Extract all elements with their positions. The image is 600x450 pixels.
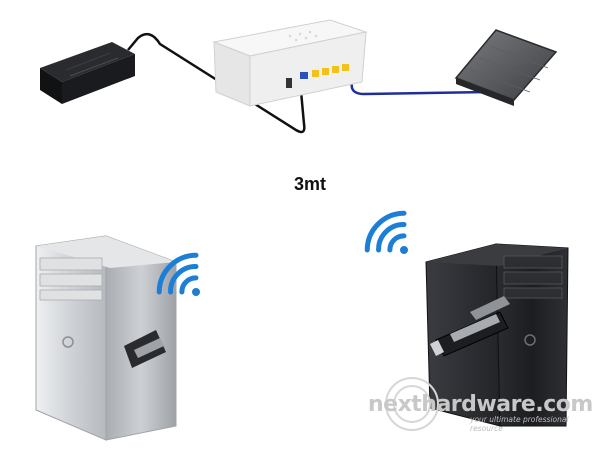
wifi-icon: [364, 210, 408, 254]
watermark-emblem-icon: [385, 377, 439, 431]
usb-wifi-adapter-icon: [430, 296, 510, 357]
distance-label: 3mt: [293, 174, 326, 194]
router-icon: [212, 19, 368, 107]
cable-blue: [348, 69, 489, 96]
watermark-tagline: your ultimate professional resource: [470, 415, 569, 433]
desktop-pc-icon: [35, 235, 177, 441]
portable-hdd-icon: [454, 29, 558, 106]
external-hdd-icon: [40, 42, 135, 104]
wifi-icon: [156, 252, 200, 296]
watermark-text: nexthardware.com: [368, 392, 593, 417]
